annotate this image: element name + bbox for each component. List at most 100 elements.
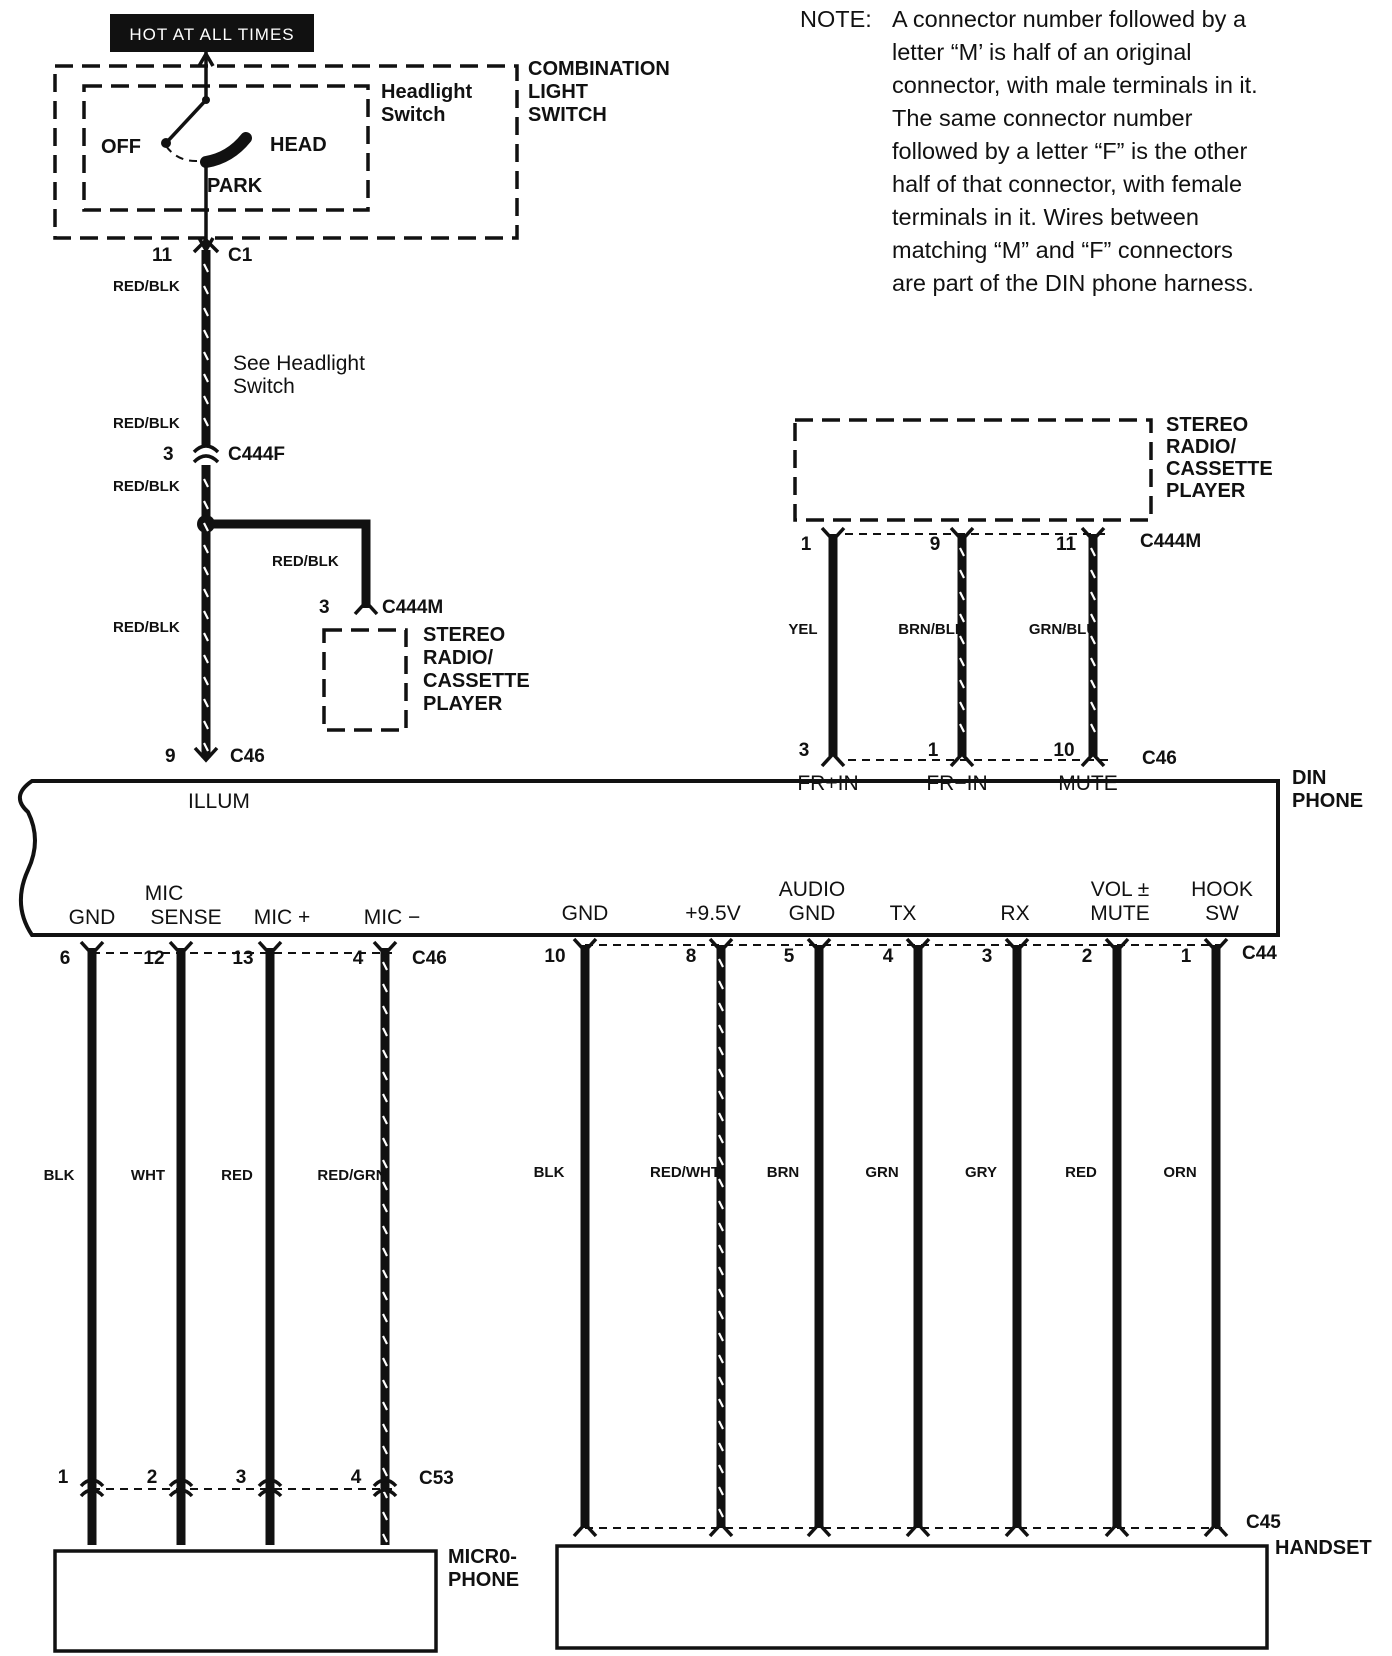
wire-stripe [718,1068,724,1078]
wire-stripe [718,1178,724,1188]
note-line: letter “M’ is half of an original [892,39,1192,65]
hot-at-all-times-tag [110,14,314,52]
din-top-pin-number: 5 [784,946,795,967]
din-top-pin-number: 2 [1082,946,1093,967]
switch-position-off: OFF [101,136,141,158]
din-function-label: MIC [145,882,184,905]
din-phone-outline [18,779,1280,937]
handset-label: HANDSET [1275,1537,1372,1559]
connector-end-icon [572,937,598,954]
wire-stripe [959,591,965,601]
c46-pin-number: 9 [165,746,176,767]
stereo-small-label: CASSETTE [423,670,530,692]
wire-stripe [203,566,209,576]
note-line: matching “M” and “F” connectors [892,237,1233,263]
wire-stripe [718,1376,724,1386]
wire-stripe [203,351,209,361]
stereo-radio-small: STEREO RADIO/ CASSETTE PLAYER [322,624,530,732]
connector-end-icon [1080,526,1106,543]
wire-stripe [382,1093,388,1103]
note-line: A connector number followed by a [892,6,1247,32]
stereo-small-outline [322,628,408,732]
wire-stripe [382,1005,388,1015]
wire-stripe [718,980,724,990]
combination-switch-title: COMBINATION [528,58,670,80]
wire-stripe [718,1200,724,1210]
connector-end-icon [1104,937,1130,954]
wire-stripe [382,1445,388,1455]
wire-stripe [959,723,965,733]
wire-color-label: BLK [534,1164,565,1181]
stereo-top-pin-number: 9 [930,534,941,555]
wire-stripe [959,569,965,579]
wire-stripe [718,1002,724,1012]
din-function-label: RX [1000,902,1029,925]
connector-female-icon [372,1478,398,1488]
connector-male-icon [372,1488,398,1498]
note-line: half of that connector, with female [892,171,1242,197]
wire-stripe [718,1464,724,1474]
hot-at-all-times-label: HOT AT ALL TIMES [129,25,294,44]
din-function-label: FR−IN [926,772,987,795]
stereo-small-label: PLAYER [423,693,503,715]
wire-color-label: YEL [788,621,817,638]
c1-pin-number: 11 [152,245,173,266]
wire-stripe [718,1486,724,1496]
connector-end-icon [949,751,975,768]
wire-stripe [718,1046,724,1056]
connector-male-icon [257,1488,283,1498]
headlight-switch-outline [82,84,370,212]
wire-color-label: RED/BLK [113,619,180,636]
din-top-pin-number: 4 [353,948,364,969]
wire-stripe [718,1310,724,1320]
handset-outline [555,1544,1269,1650]
wire-stripe [718,1112,724,1122]
wire-stripe [203,373,209,383]
microphone-label: PHONE [448,1569,519,1591]
wire-stripe [382,1423,388,1433]
switch-travel-arc [165,145,207,162]
wire-stripe [718,1266,724,1276]
stereo-large-label: PLAYER [1166,480,1246,502]
din-top-pin-number: 10 [544,946,565,967]
connector-end-icon [806,937,832,954]
connector-female-icon [79,1478,105,1488]
wire-stripe [382,1379,388,1389]
c53-connector-label: C53 [419,1468,454,1489]
wire-stripe [959,547,965,557]
mic-pin-number: 4 [351,1467,362,1488]
wire-stripe [382,1291,388,1301]
c444f-connector-label: C444F [228,444,285,465]
wire-stripe [1090,635,1096,645]
arrow-head-icon [197,50,215,67]
stereo-large-label: STEREO [1166,414,1248,436]
switch-position-park: PARK [207,175,263,197]
wire-stripe [718,1156,724,1166]
wire-color-label: RED/GRN [317,1167,386,1184]
wire-stripe [382,1181,388,1191]
wire-stripe [382,1203,388,1213]
splice-dot [197,515,215,533]
wire-stripe [382,961,388,971]
wire-stripe [203,329,209,339]
stereo-top-pin-number: 11 [1056,534,1077,555]
headlight-switch-title: Headlight [381,81,472,103]
mic-pin-number: 2 [147,1467,158,1488]
stereo-radio-large: STEREO RADIO/ CASSETTE PLAYER C444M C46 … [788,414,1272,795]
connector-end-icon [572,1521,598,1538]
combination-switch-title: SWITCH [528,104,607,126]
wire-stripe [959,657,965,667]
din-function-label: MUTE [1058,772,1118,795]
connector-end-icon [708,937,734,954]
connector-end-icon [353,599,379,616]
din-top-pin-number: 8 [686,946,697,967]
handset-wire-group: 10BLKGND8RED/WHT+9.5V5BRNAUDIOGND4GRNTX3… [534,878,1253,1538]
wire-stripe [203,698,209,708]
wire-color-label: GRN/BLU [1029,621,1097,638]
wire-stripe [718,1354,724,1364]
illum-function-label: ILLUM [188,790,250,813]
wire-stripe [718,1090,724,1100]
connector-end-icon [372,940,398,957]
